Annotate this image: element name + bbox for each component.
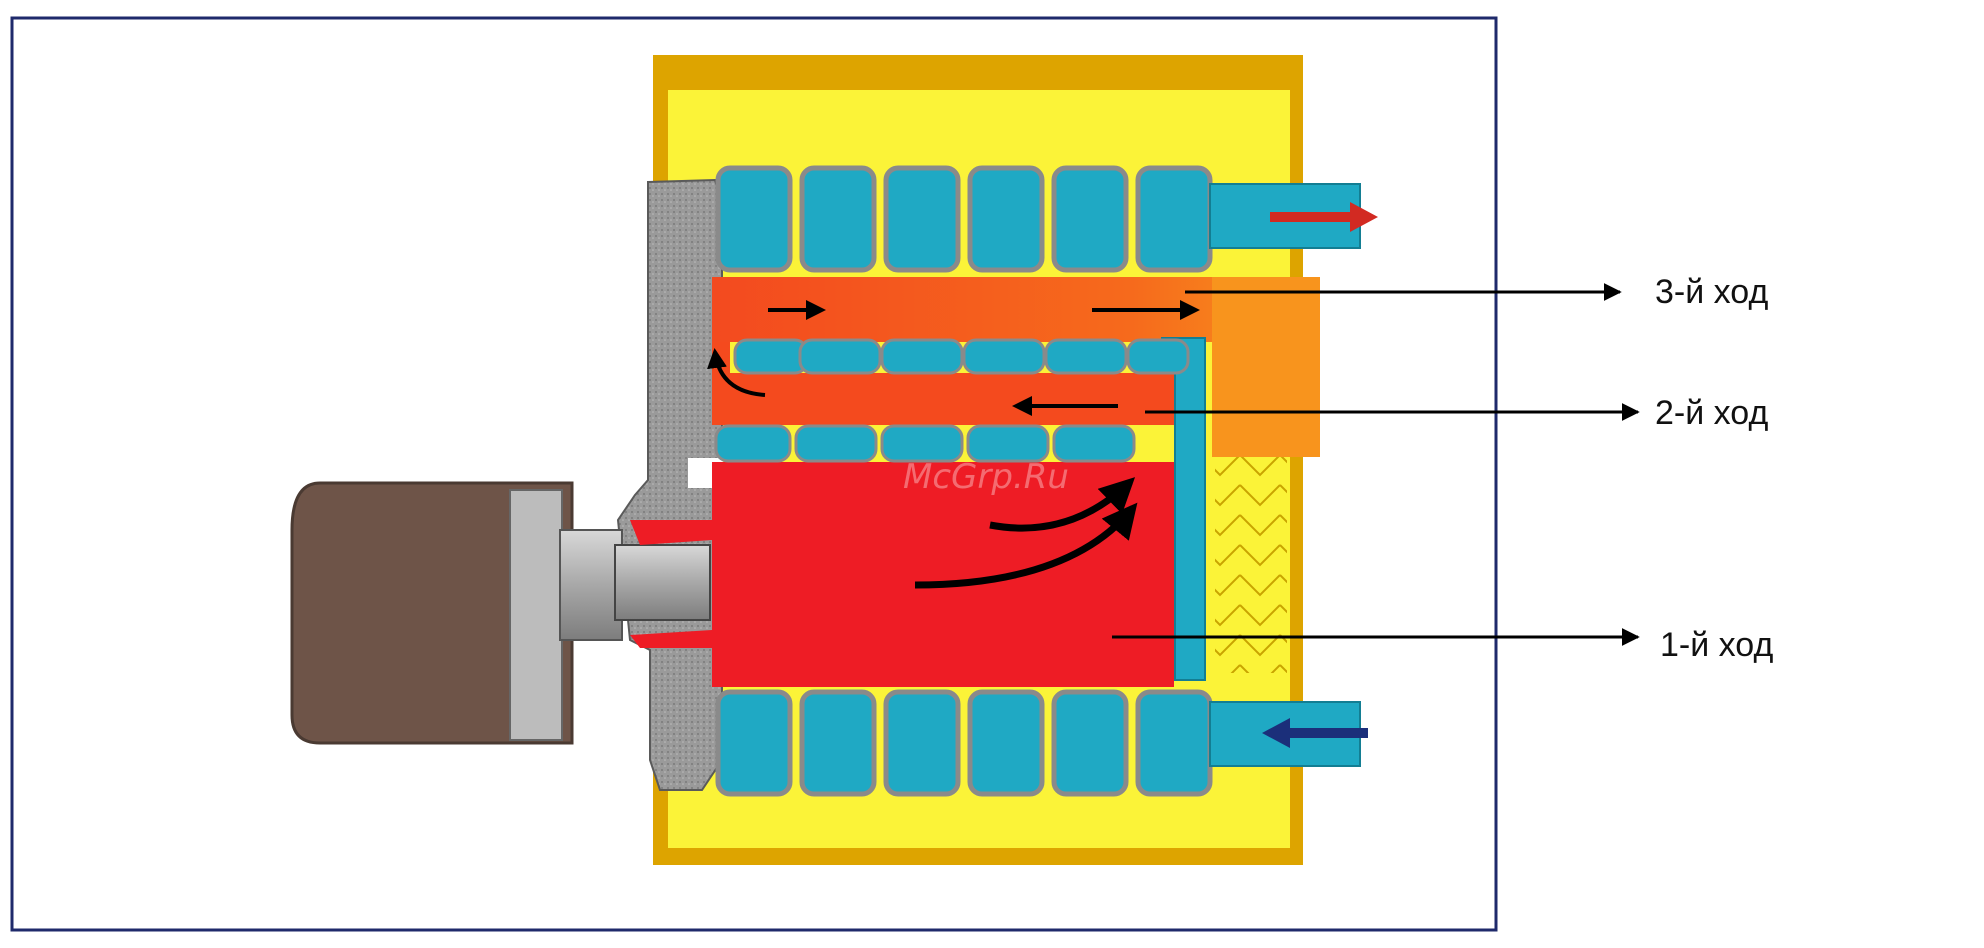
label-pass1: 1-й ход (1660, 626, 1773, 664)
water-section (800, 340, 880, 373)
water-section (886, 168, 958, 270)
middle-upper-water-sections (735, 340, 1188, 373)
water-section (970, 692, 1042, 794)
water-section (1138, 168, 1210, 270)
water-section (718, 692, 790, 794)
water-section (964, 340, 1044, 373)
label-pass2: 2-й ход (1655, 394, 1768, 432)
water-section (1054, 692, 1126, 794)
second-pass-gas-channel (712, 373, 1182, 425)
water-section (1054, 168, 1126, 270)
watermark: McGrp.Ru (903, 457, 1069, 497)
water-section (882, 426, 962, 461)
water-section (735, 340, 807, 373)
label-pass3: 3-й ход (1655, 273, 1768, 311)
water-section (796, 426, 876, 461)
burner-nozzle (615, 545, 710, 620)
water-section (802, 692, 874, 794)
water-section (886, 692, 958, 794)
water-section (1054, 426, 1134, 461)
water-section (1138, 692, 1210, 794)
water-section (718, 168, 790, 270)
water-section (882, 340, 962, 373)
water-section (802, 168, 874, 270)
insulation-hatch (1215, 455, 1287, 673)
burner-neck (560, 530, 622, 640)
exhaust-flue (1212, 277, 1320, 457)
burner-front-plate (510, 490, 562, 740)
water-section (1128, 340, 1188, 373)
water-section (970, 168, 1042, 270)
water-section (716, 426, 790, 461)
middle-lower-water-sections (716, 426, 1134, 461)
water-section (1046, 340, 1126, 373)
water-section (968, 426, 1048, 461)
